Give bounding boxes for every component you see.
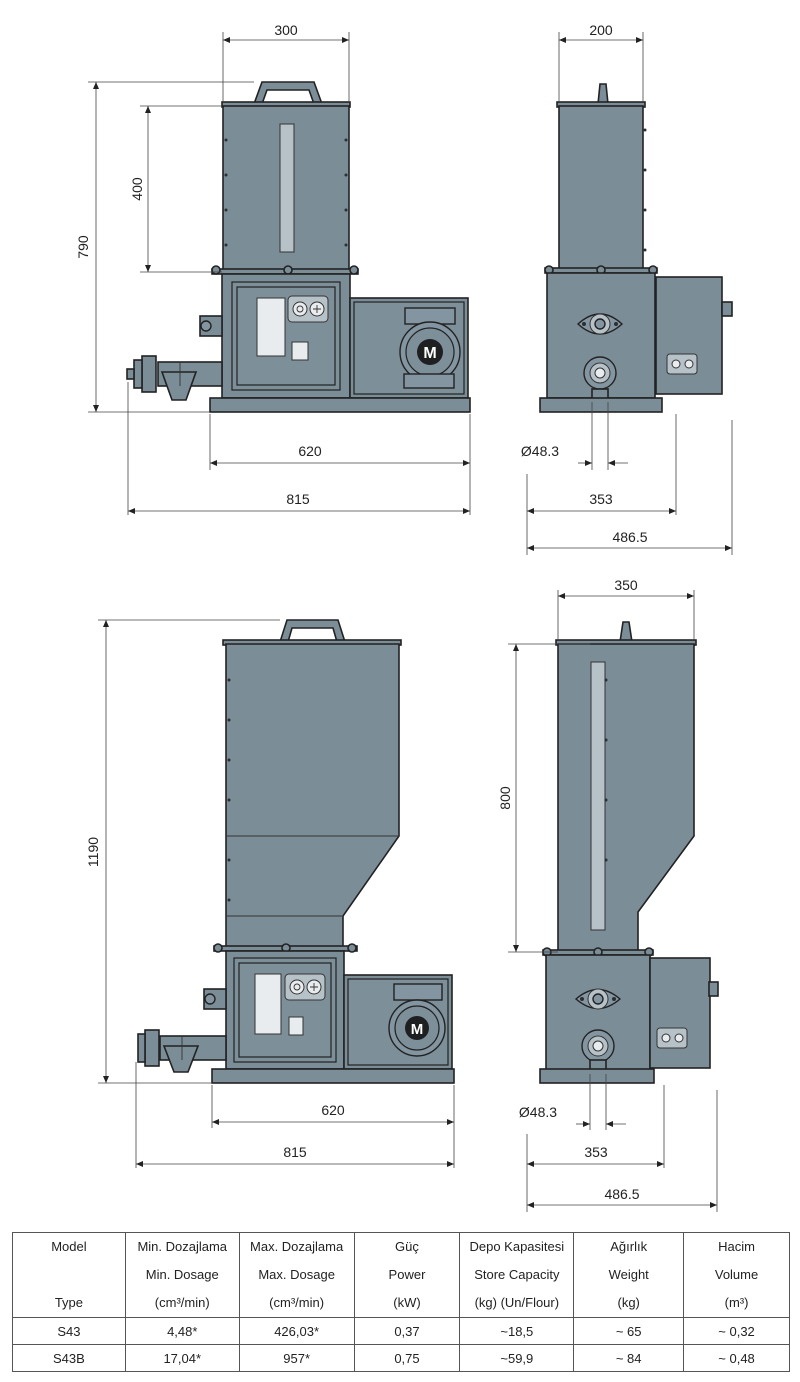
dim-total-height: 790: [75, 235, 91, 259]
s43b-front-view: 350 800 Ø48.3 353 486.5: [497, 577, 719, 1212]
header-min-dosage: Min. Dozajlama Min. Dosage (cm³/min): [124, 1232, 240, 1318]
hopper: [558, 105, 644, 271]
cell-model: S43: [12, 1317, 126, 1345]
dim-diameter: Ø48.3: [521, 443, 559, 459]
dim-overall: 486.5: [612, 529, 647, 545]
base-plate: [211, 1068, 455, 1084]
cell-store-capacity: ~59,9: [459, 1344, 575, 1372]
header-max-dosage: Max. Dozajlama Max. Dosage (cm³/min): [238, 1232, 355, 1318]
hopper: [225, 643, 400, 949]
sight-glass: [279, 123, 295, 253]
s43-front-view: 200 Ø48.3 353 486.5: [521, 22, 733, 555]
cell-store-capacity: ~18,5: [459, 1317, 575, 1345]
motor-label: M: [411, 1021, 424, 1038]
dim-hopper-height: 400: [129, 177, 145, 201]
motor-side: [649, 957, 711, 1069]
base-plate: [539, 1068, 655, 1084]
dim-overall: 815: [283, 1144, 307, 1160]
dim-diameter: Ø48.3: [519, 1104, 557, 1120]
dim-overall: 486.5: [604, 1186, 639, 1202]
dim-base: 620: [321, 1102, 345, 1118]
cell-max-dosage: 957*: [238, 1344, 355, 1372]
dim-overall: 815: [286, 491, 310, 507]
base-plate: [209, 397, 471, 413]
dim-width: 200: [589, 22, 613, 38]
cell-power: 0,37: [353, 1317, 461, 1345]
label-plate: [256, 297, 286, 357]
spec-table: Model Type Min. Dozajlama Min. Dosage (c…: [12, 1232, 790, 1372]
motor-side: [655, 276, 723, 395]
dim-total-height: 1190: [85, 837, 101, 867]
label-plate: [254, 973, 282, 1035]
table-row: S43 4,48* 426,03* 0,37 ~18,5 ~ 65 ~ 0,32: [12, 1317, 790, 1345]
vent-cap: [619, 621, 633, 643]
hopper: [557, 643, 695, 953]
motor-label: M: [423, 345, 436, 362]
dim-mid: 353: [584, 1144, 608, 1160]
cell-max-dosage: 426,03*: [238, 1317, 355, 1345]
header-weight: Ağırlık Weight (kg): [573, 1232, 685, 1318]
s43-side-view: M 300 400 790 620 815: [75, 22, 471, 515]
dim-base: 620: [298, 443, 322, 459]
handle: [278, 619, 347, 643]
cell-volume: ~ 0,48: [683, 1344, 790, 1372]
cell-weight: ~ 84: [573, 1344, 685, 1372]
cell-weight: ~ 65: [573, 1317, 685, 1345]
dim-hopper-height: 800: [497, 786, 513, 810]
handle: [252, 81, 324, 105]
header-store-capacity: Depo Kapasitesi Store Capacity (kg) (Un/…: [459, 1232, 575, 1318]
header-model: Model Type: [12, 1232, 126, 1318]
vent-cap: [597, 83, 609, 105]
dim-width: 300: [274, 22, 298, 38]
base-plate: [539, 397, 663, 413]
header-volume: Hacim Volume (m³): [683, 1232, 790, 1318]
header-power: Güç Power (kW): [353, 1232, 461, 1318]
cell-power: 0,75: [353, 1344, 461, 1372]
cell-min-dosage: 17,04*: [124, 1344, 240, 1372]
sight-glass: [590, 661, 606, 931]
spec-header-row: Model Type Min. Dozajlama Min. Dosage (c…: [12, 1232, 790, 1318]
technical-drawing: M 300 400 790 620 815: [75, 22, 733, 1212]
cell-volume: ~ 0,32: [683, 1317, 790, 1345]
dim-mid: 353: [589, 491, 613, 507]
cell-min-dosage: 4,48*: [124, 1317, 240, 1345]
cell-model: S43B: [12, 1344, 126, 1372]
dim-width: 350: [614, 577, 638, 593]
s43b-side-view: M 1190 620 815: [85, 619, 455, 1168]
table-row: S43B 17,04* 957* 0,75 ~59,9 ~ 84 ~ 0,48: [12, 1344, 790, 1372]
